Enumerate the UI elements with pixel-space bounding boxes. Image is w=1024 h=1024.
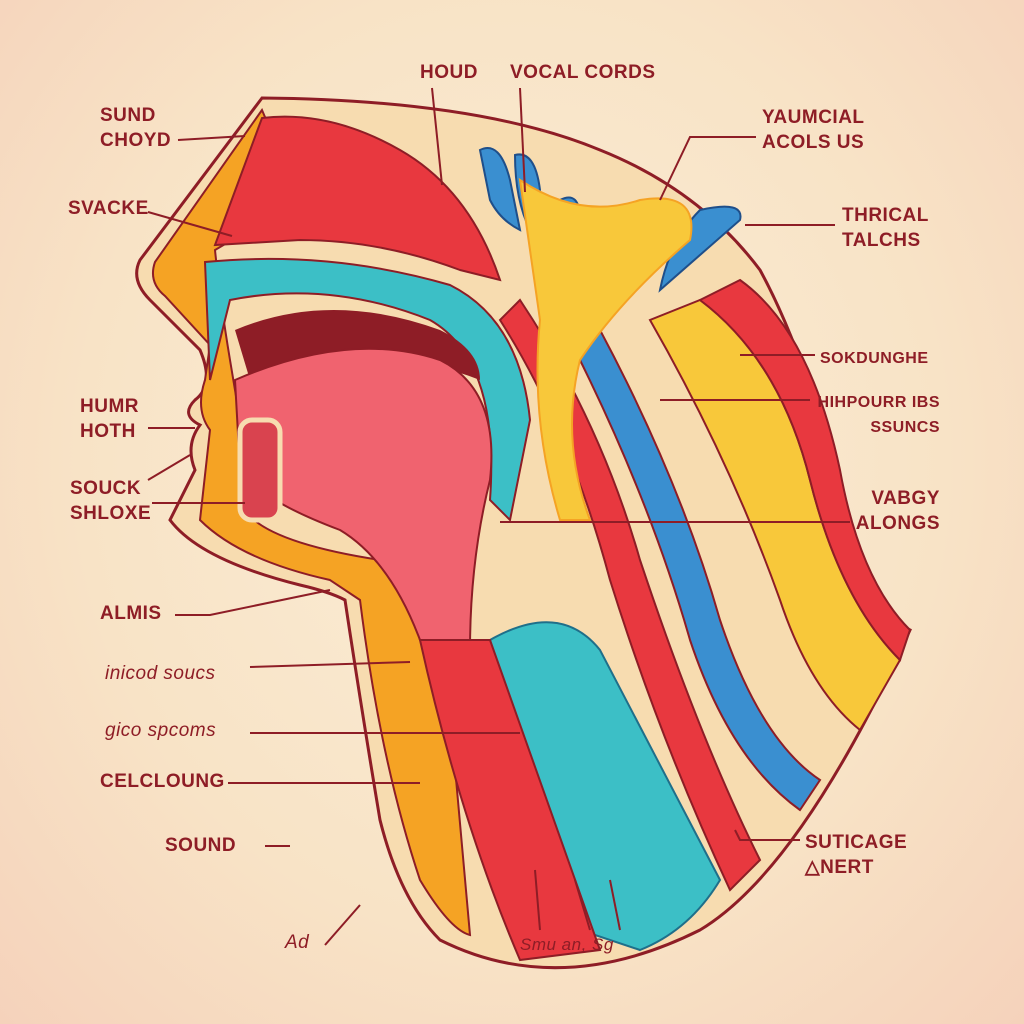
label-line: ACOLS US [762,132,865,153]
label-suticage: SUTICAGE △NERT [805,830,907,880]
label-sund-choyd: SUND CHOYD [100,103,171,153]
label-almis: ALMIS [100,603,162,624]
label-souck: SOUCK SHLOXE [70,476,151,526]
label-inicod: inicod soucs [105,663,216,684]
label-sound: SOUND [165,835,237,856]
label-line: △NERT [805,857,874,878]
nasal-muscle [213,115,502,282]
label-line: SUND [100,105,156,126]
label-gico: gico spcoms [105,720,217,741]
label-line: VABGY [871,488,940,509]
label-line: HIHPOURR IBS [817,394,940,411]
leader-lines [147,87,850,946]
label-sokdunghe: SOKDUNGHE [820,350,929,367]
label-line: THRICAL [842,205,929,226]
tongue [233,347,493,652]
label-line: SHLOXE [70,503,152,524]
label-line: HUMR [80,396,139,417]
epiglottis-yellow [518,177,693,521]
label-yaumcial: YAUMCIAL ACOLS US [762,105,865,155]
label-humr: HUMR HOTH [80,394,139,444]
label-celcloung: CELCLOUNG [100,771,225,792]
label-line: ALONGS [855,513,940,534]
label-thrical: THRICAL TALCHS [842,203,929,253]
label-line: CHOYD [100,130,172,151]
esophagus [498,298,762,892]
label-line: YAUMCIAL [762,107,865,128]
spinal-cord [698,278,912,662]
throat-muscle [418,639,602,962]
label-vabgy: VABGY ALONGS [840,486,940,536]
label-line: SUTICAGE [805,832,908,853]
label-hihpourr: HIHPOURR IBS SSUNCS [808,390,940,440]
palate [203,257,532,523]
label-line: SOUCK [70,478,142,499]
trachea [488,621,722,952]
label-line: TALCHS [842,230,921,251]
label-line: SSUNCS [870,419,940,436]
label-line: HOTH [80,421,136,442]
label-smu: Smu an, Sg [520,935,614,954]
label-vocal-cords: VOCAL CORDS [510,62,656,83]
label-ad: Ad [285,932,310,953]
label-svacke: SVACKE [68,198,149,219]
lip [237,417,283,523]
label-houd: HOUD [420,62,478,83]
